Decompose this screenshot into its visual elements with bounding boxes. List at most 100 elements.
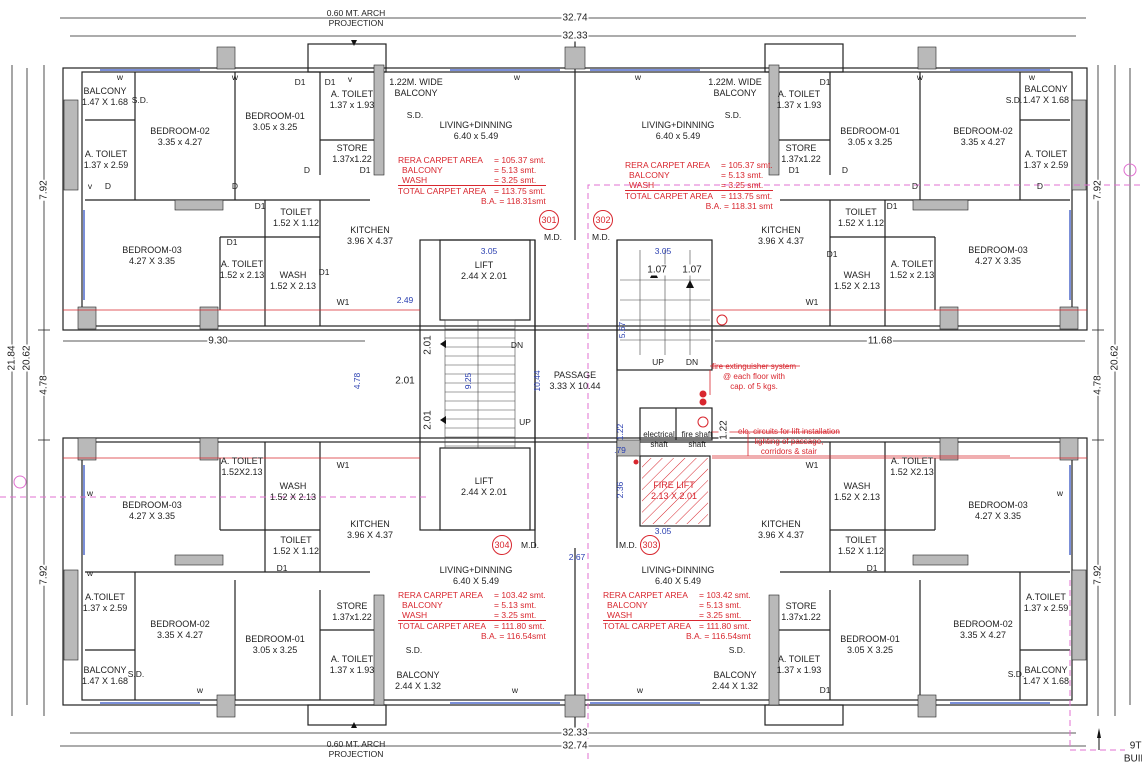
room-size: 3.35 X 4.27 [156,630,204,640]
room-size: 1.52 X 2.13 [833,281,881,291]
dimension-label: 1.22 [718,419,730,441]
dimension-label: 20.62 [21,344,33,372]
room-size: 1.52 X 2.13 [269,281,317,291]
room-name: 1.22M. WIDE [389,77,443,87]
dimension-label: 7.92 [1092,179,1104,201]
room-name: BEDROOM-02 [953,126,1013,136]
room-size: 1.37 x 1.93 [329,665,375,675]
marker-label: D1 [276,563,288,573]
area-label: WASH [402,175,428,185]
built-area: B.A. = 116.54smt [685,631,751,641]
marker-label: D1 [886,201,898,211]
marker-label: v [347,74,353,84]
room-size: BALCONY [394,88,438,98]
dimension-label: 1.07 [646,264,668,276]
room-name: TOILET [845,207,877,217]
unit-number-badge: 302 [593,210,613,230]
marker-label: DN [510,340,524,350]
room-name: BALCONY [83,86,127,96]
marker-label: w [634,72,642,82]
dimension-label: 2.01 [422,334,434,356]
room-size: 1.37 x 2.59 [83,160,129,170]
room-name: TOILET [280,207,312,217]
room-size: 1.37 x 1.93 [776,665,822,675]
area-value: = 105.37 smt. [721,160,773,170]
room-name: FIRE LIFT [653,480,695,490]
marker-label: w [511,685,519,695]
room-size: 1.52X2.13 [221,467,263,477]
room-size: 3.96 X 4.37 [757,236,805,246]
marker-label: M.D. [544,232,562,242]
room-name: BALCONY [83,665,127,675]
area-row: BALCONY= 5.13 smt. [398,600,546,610]
room-name: BALCONY [1024,84,1068,94]
room-name: BEDROOM-03 [968,500,1028,510]
red-lines [63,309,1087,459]
room-size: 4.27 X 3.35 [128,511,176,521]
unit-number-badge: 301 [539,210,559,230]
area-value: = 3.25 smt. [699,610,742,620]
marker-label: D1 [226,237,238,247]
room-name: STORE [336,143,368,153]
room-name: A.TOILET [85,592,125,602]
marker-label: S.D. [1005,95,1023,105]
room-size: 3.05 x 3.25 [252,122,298,132]
room-name: 1.22M. WIDE [708,77,762,87]
area-label: TOTAL CARPET AREA [625,191,714,201]
area-value: = 5.13 smt. [699,600,742,610]
dimension-lines [11,17,1131,747]
room-size: 1.37 x 1.93 [329,100,375,110]
room-name: BALCONY [713,670,757,680]
room-name: A. TOILET [220,259,264,269]
room-size: 2.44 X 1.32 [711,681,759,691]
marker-label: D [303,165,311,175]
area-row: BALCONY= 5.13 smt. [625,170,773,180]
room-size: 6.40 x 5.49 [453,131,499,141]
stair-treads [445,319,515,447]
room-name: BEDROOM-01 [245,634,305,644]
room-name: WASH [279,270,307,280]
area-value: = 5.13 smt. [494,165,537,175]
area-row: TOTAL CARPET AREA= 113.75 smt. [398,185,546,196]
carpet-area-block: RERA CARPET AREA= 103.42 smt.BALCONY= 5.… [603,590,751,641]
marker-label: D [841,165,849,175]
area-row: BALCONY= 5.13 smt. [398,165,546,175]
dimension-label: 2.01 [422,409,434,431]
area-row: TOTAL CARPET AREA= 113.75 smt. [625,190,773,201]
projection-label: 0.60 MT. ARCH [326,739,386,749]
marker-label: v [87,181,93,191]
room-name: TOILET [280,535,312,545]
dimension-label: 1.07 [681,264,703,276]
dimension-label: 2.49 [396,295,414,305]
area-label: RERA CARPET AREA [398,155,483,165]
room-size: 1.52 X 2.13 [269,492,317,502]
note-line: cap. of 5 kgs. [730,382,778,391]
area-label: WASH [629,180,655,190]
marker-label: M.D. [592,232,610,242]
built-area: B.A. = 118.31smt [480,196,546,206]
area-label: BALCONY [402,600,443,610]
room-name: electrical [643,430,675,439]
area-value: = 3.25 smt. [721,180,764,190]
built-area: B.A. = 116.54smt [480,631,546,641]
